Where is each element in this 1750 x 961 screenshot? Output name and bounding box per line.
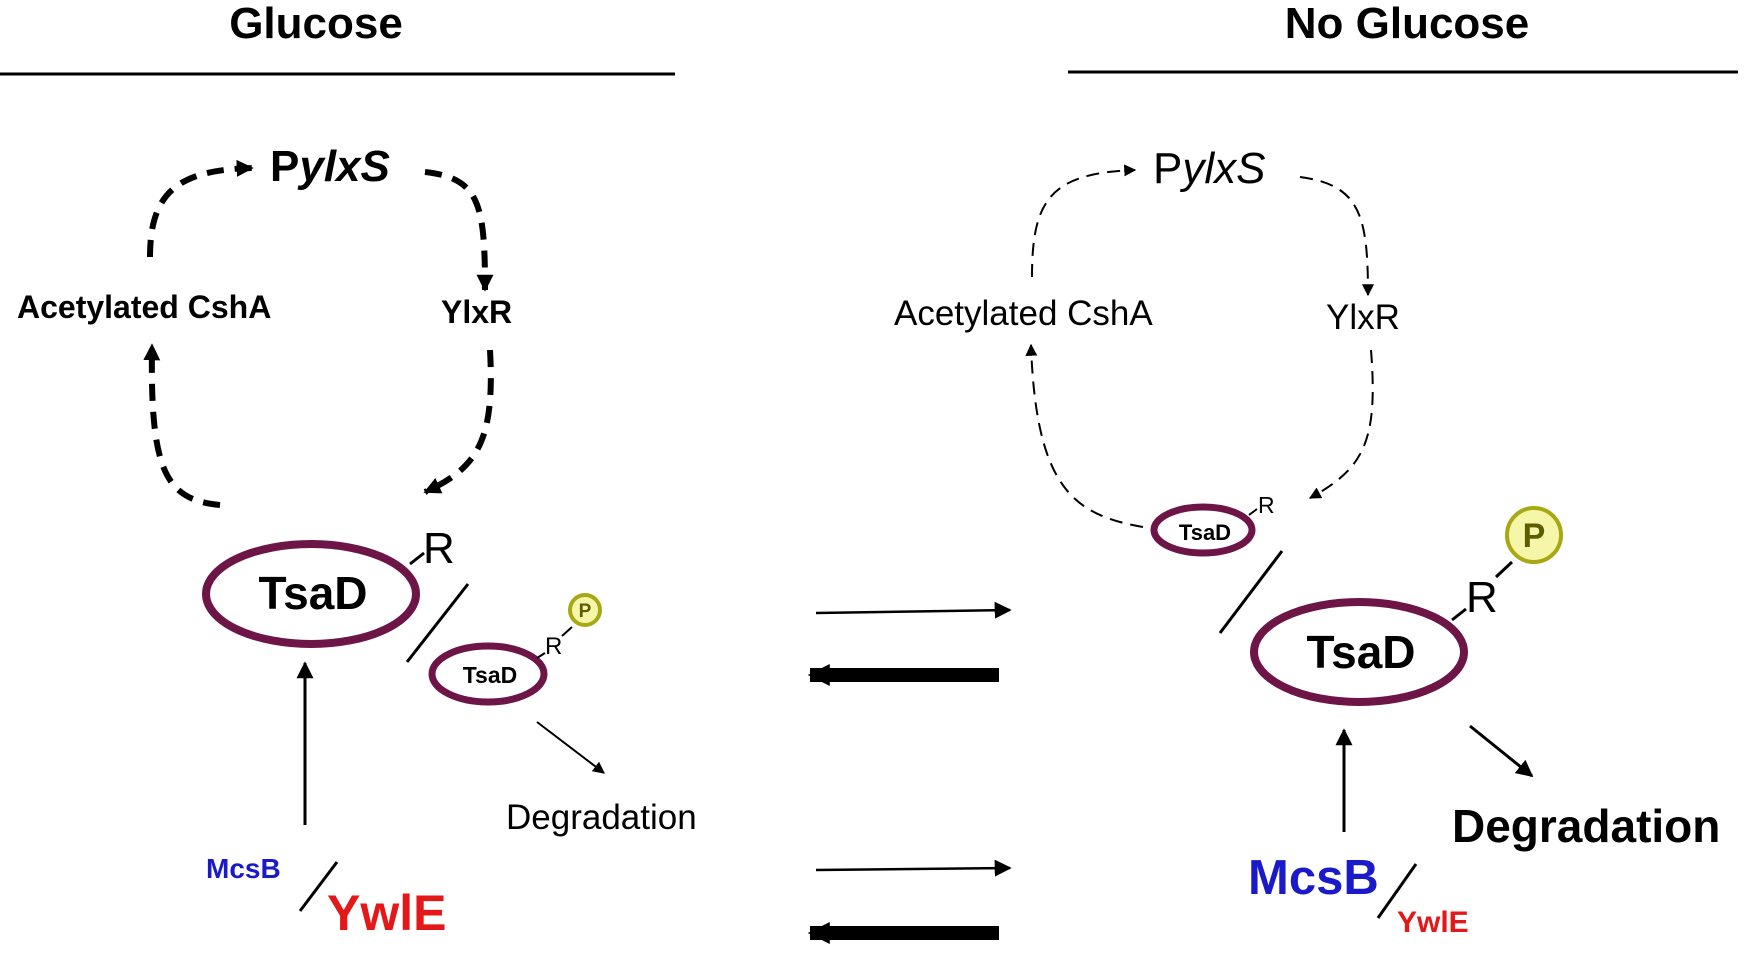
left-tsad-small-label: TsaD — [463, 662, 518, 688]
right-tsad-large-residue: R — [1466, 573, 1498, 622]
right-heading: No Glucose — [1285, 0, 1530, 48]
right-mcsb-label: McsB — [1248, 851, 1379, 905]
right-arrow-promoter-to-ylxr — [1299, 176, 1374, 297]
right-tsad-large-bond — [1451, 607, 1467, 622]
right-acetylated-cshA-label: Acetylated CshA — [894, 294, 1153, 333]
left-tsad-large-label: TsaD — [258, 567, 367, 619]
right-arrow-tsad-to-cshA — [1025, 343, 1144, 528]
left-tsad-small-bond — [536, 652, 546, 659]
left-equilibrium-slash — [405, 583, 470, 663]
left-mcsb-ywle-slash — [298, 861, 339, 912]
left-acetylated-cshA-label: Acetylated CshA — [17, 289, 271, 325]
left-panel: Glucose PylxS Acetylated CshA YlxR TsaD … — [0, 0, 697, 941]
right-tsad-small-ellipse — [1150, 503, 1256, 557]
right-mcsb-ywle-slash — [1376, 863, 1418, 919]
left-arrow-ylxr-to-tsad — [423, 349, 494, 495]
left-tsad-large-ellipse — [202, 540, 420, 648]
right-tsad-small-bond — [1248, 508, 1258, 516]
right-degradation-label: Degradation — [1452, 800, 1720, 852]
left-promoter-prefix: P — [270, 142, 299, 191]
right-phospho-label: P — [1523, 517, 1546, 555]
left-ywle-label: YwlE — [327, 885, 446, 941]
left-promoter-label: PylxS — [270, 142, 390, 191]
left-tsad-large-residue: R — [423, 524, 455, 573]
left-tsad-small-residue: R — [545, 633, 562, 660]
left-arrow-cshA-to-promoter — [147, 159, 254, 258]
left-mcsb-label: McsB — [206, 853, 281, 884]
left-ylxr-label: YlxR — [441, 294, 512, 330]
right-tsad-small-residue: R — [1258, 492, 1275, 518]
right-phospho-circle — [1505, 506, 1563, 564]
left-degradation-label: Degradation — [506, 798, 697, 837]
right-tsad-large-ellipse — [1250, 598, 1468, 706]
right-arrow-ylxr-to-tsad — [1308, 349, 1374, 499]
left-promoter-gene: ylxS — [297, 142, 390, 191]
right-tsad-small-label: TsaD — [1179, 520, 1231, 545]
left-tsad-large-bond — [409, 551, 425, 566]
left-phospho-label: P — [579, 601, 592, 622]
equilibrium-arrows — [807, 601, 1012, 944]
upper-forward-arrow — [815, 601, 1012, 619]
right-promoter-label: PylxS — [1153, 144, 1265, 193]
left-heading: Glucose — [229, 0, 403, 48]
right-arrow-cshA-to-promoter — [1031, 164, 1137, 278]
right-ylxr-label: YlxR — [1326, 298, 1400, 337]
right-promoter-prefix: P — [1153, 144, 1182, 193]
lower-forward-arrow — [815, 859, 1012, 877]
right-promoter-gene: ylxS — [1179, 144, 1265, 193]
right-phospho-bond — [1494, 560, 1514, 579]
right-equilibrium-slash — [1218, 550, 1284, 634]
left-arrow-promoter-to-ylxr — [424, 169, 494, 292]
right-tsad-large-label: TsaD — [1306, 626, 1415, 678]
left-phospho-bond — [561, 626, 573, 637]
right-arrow-to-degradation — [1469, 724, 1534, 778]
left-tsad-small-ellipse — [428, 642, 548, 706]
right-panel: No Glucose PylxS Acetylated CshA YlxR Ts… — [894, 0, 1738, 939]
left-arrow-to-degradation — [536, 721, 605, 774]
left-arrow-tsad-to-cshA — [143, 343, 221, 508]
left-phospho-circle — [568, 593, 602, 627]
right-ywle-label: YwlE — [1397, 906, 1469, 939]
